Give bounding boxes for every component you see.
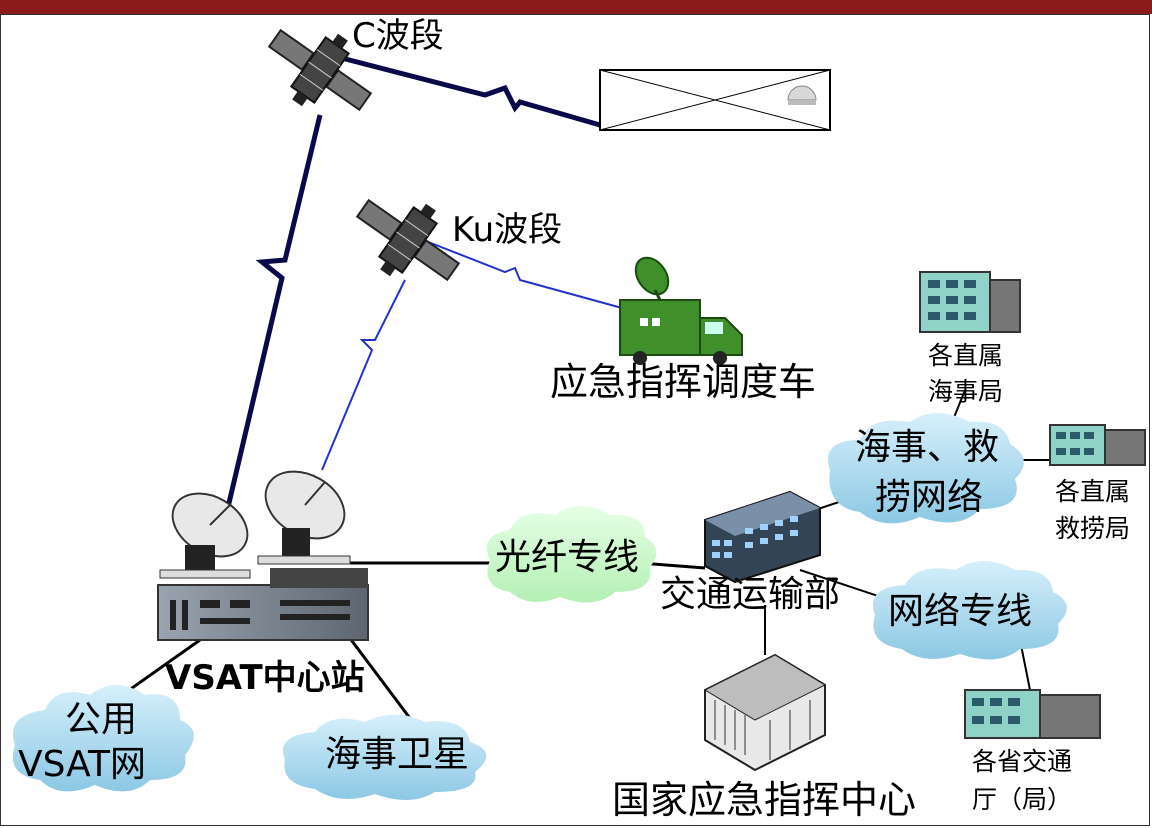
ship-icon (599, 69, 831, 131)
ku-band-to-truck-link (417, 237, 623, 309)
provincial-label-line1: 各省交通 (972, 747, 1073, 776)
links (114, 52, 1050, 726)
vsat-center-building-icon (157, 568, 369, 641)
public-vsat-label-line2: VSAT网 (18, 744, 146, 785)
satellite-dish-icon (159, 492, 251, 579)
c-band-label: C波段 (352, 16, 444, 56)
office-building-icon (919, 271, 1021, 333)
provincial-label-line2: 厅（局） (972, 785, 1073, 814)
cloud-fiber-line (486, 506, 657, 603)
public-vsat-label-line1: 公用 (65, 699, 138, 740)
fiber-line-label: 光纤专线 (495, 537, 640, 578)
cloud-maritime-rescue (828, 413, 1024, 524)
direct-maritime-label-line2: 海事局 (928, 377, 1004, 406)
ministry-label: 交通运输部 (660, 574, 841, 615)
cloud-network-line (873, 561, 1067, 660)
national-center-label: 国家应急指挥中心 (612, 778, 917, 822)
cloud-maritime-satellite (283, 714, 487, 801)
office-building-icon (964, 689, 1101, 739)
vsat-to-maritime-sat-link (338, 624, 417, 726)
vsat-center-label: VSAT中心站 (165, 658, 365, 698)
ku-band-satellite-icon (355, 198, 461, 282)
cloud-public-vsat (12, 685, 194, 792)
title-bar (0, 0, 1152, 14)
ku-band-to-dish-link (321, 279, 406, 471)
direct-rescue-label-line1: 各直属 (1055, 477, 1131, 506)
maritime-satellite-label: 海事卫星 (325, 734, 470, 775)
c-band-satellite-icon (267, 28, 373, 112)
diagram-frame (0, 14, 1150, 826)
command-vehicle-label: 应急指挥调度车 (550, 360, 817, 404)
ministry-building-icon (704, 490, 821, 584)
maritime-rescue-label-line2: 捞网络 (875, 477, 984, 518)
c-band-to-dish-link (222, 114, 323, 521)
network-line-label: 网络专线 (888, 591, 1033, 632)
c-band-to-ship-link (329, 52, 601, 128)
command-truck-icon (619, 256, 743, 365)
national-center-building-icon (703, 653, 827, 772)
maritime-rescue-label-line1: 海事、救 (855, 427, 1000, 468)
ku-band-label: Ku波段 (452, 210, 563, 250)
direct-rescue-label-line2: 救捞局 (1055, 514, 1131, 543)
office-building-icon (1049, 424, 1146, 466)
direct-maritime-label-line1: 各直属 (928, 341, 1004, 370)
satellite-dish-icon (257, 470, 351, 565)
